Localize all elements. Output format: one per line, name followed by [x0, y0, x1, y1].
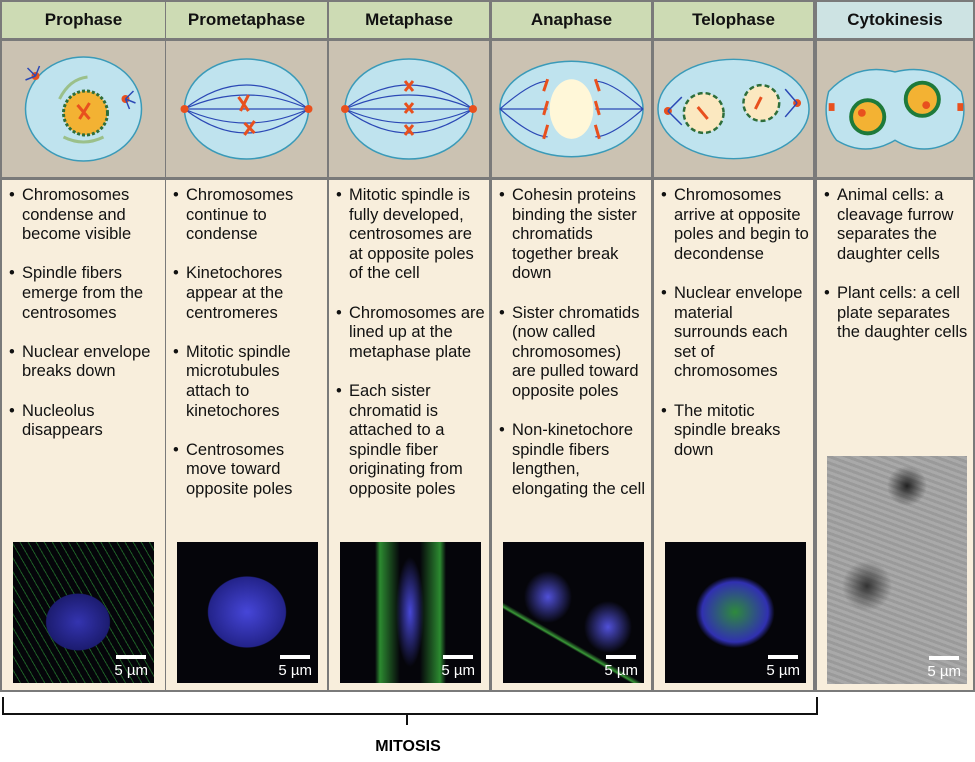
- cell-drawing: [24, 56, 143, 162]
- scale-bar: 5 µm: [114, 655, 148, 679]
- cell-illustration: [817, 41, 973, 177]
- scale-label: 5 µm: [604, 662, 638, 679]
- phase-description: Animal cells: a cleavage furrow separate…: [817, 180, 973, 690]
- phase-header: Cytokinesis: [817, 2, 973, 38]
- mitosis-label: MITOSIS: [375, 738, 441, 755]
- phase-description: Cohesin proteins binding the sister chro…: [492, 180, 651, 690]
- phase-bullet: Plant cells: a cell plate separates the …: [824, 284, 969, 343]
- cell-illustration: [166, 41, 327, 177]
- phase-bullet: The mitotic spindle breaks down: [661, 402, 809, 461]
- phase-bullet: Centrosomes move toward opposite poles: [173, 441, 323, 500]
- phase-bullet: Sister chromatids (now called chromosome…: [499, 304, 647, 402]
- phase-bullet: Chromosomes are lined up at the metaphas…: [336, 304, 485, 363]
- phase-bullet: Mitotic spindle microtubules attach to k…: [173, 343, 323, 421]
- phase-bullet: Chromosomes condense and become visible: [9, 186, 161, 245]
- scale-bar: 5 µm: [604, 655, 638, 679]
- phase-column-prometaphase: Prometaphase Chromosomes continue to con…: [166, 2, 327, 692]
- mitosis-bracket: [2, 697, 818, 715]
- scale-bar: 5 µm: [441, 655, 475, 679]
- bracket-tick: [406, 713, 408, 725]
- phase-bullet: Non-kinetochore spindle fibers lengthen,…: [499, 421, 647, 499]
- micrograph: 5 µm: [665, 542, 806, 683]
- phase-header: Telophase: [654, 2, 813, 38]
- phase-header: Anaphase: [492, 2, 651, 38]
- phase-description: Chromosomes condense and become visibleS…: [2, 180, 165, 690]
- phase-column-prophase: Prophase Chromosomes condense and become…: [2, 2, 165, 692]
- cell-drawing: [341, 58, 477, 160]
- phase-bullet: Nuclear envelope breaks down: [9, 343, 161, 382]
- cell-drawing: [499, 60, 644, 158]
- phase-bullet: Nuclear envelope material surrounds each…: [661, 284, 809, 382]
- phase-bullet: Each sister chromatid is attached to a s…: [336, 382, 485, 500]
- phase-bullet: Chromosomes continue to condense: [173, 186, 323, 245]
- cell-illustration: [654, 41, 813, 177]
- micrograph: 5 µm: [177, 542, 318, 683]
- micrograph: 5 µm: [340, 542, 481, 683]
- phase-bullet: Spindle fibers emerge from the centrosom…: [9, 264, 161, 323]
- cell-illustration: [492, 41, 651, 177]
- micrograph: 5 µm: [503, 542, 644, 683]
- micrograph: 5 µm: [827, 456, 967, 684]
- cell-drawing: [180, 58, 313, 160]
- cell-illustration: [329, 41, 489, 177]
- phase-description: Mitotic spindle is fully developed, cent…: [329, 180, 489, 690]
- phase-header: Prometaphase: [166, 2, 327, 38]
- phase-bullet: Mitotic spindle is fully developed, cent…: [336, 186, 485, 284]
- phase-description: Chromosomes continue to condenseKinetoch…: [166, 180, 327, 690]
- phase-column-telophase: Telophase Chromosomes arrive at opposite…: [654, 2, 813, 692]
- phase-bullet: Nucleolus disappears: [9, 402, 161, 441]
- scale-bar: 5 µm: [278, 655, 312, 679]
- micrograph: 5 µm: [13, 542, 154, 683]
- scale-label: 5 µm: [114, 662, 148, 679]
- cell-drawing: [825, 68, 965, 150]
- scale-bar: 5 µm: [927, 656, 961, 680]
- cell-illustration: [2, 41, 165, 177]
- phase-bullet: Chromosomes arrive at opposite poles and…: [661, 186, 809, 264]
- phase-bullet: Cohesin proteins binding the sister chro…: [499, 186, 647, 284]
- scale-bar: 5 µm: [766, 655, 800, 679]
- phase-bullet: Kinetochores appear at the centromeres: [173, 264, 323, 323]
- phase-column-cytokinesis: Cytokinesis Animal cells: a cleavage fur…: [817, 2, 973, 692]
- phase-bullet: Animal cells: a cleavage furrow separate…: [824, 186, 969, 264]
- phase-column-anaphase: Anaphase Cohesin proteins binding the si…: [492, 2, 651, 692]
- cell-drawing: [657, 58, 810, 160]
- scale-label: 5 µm: [441, 662, 475, 679]
- scale-label: 5 µm: [278, 662, 312, 679]
- scale-label: 5 µm: [766, 662, 800, 679]
- phase-header: Metaphase: [329, 2, 489, 38]
- scale-label: 5 µm: [927, 663, 961, 680]
- phase-column-metaphase: Metaphase Mitotic spindle is fully devel…: [329, 2, 489, 692]
- phase-header: Prophase: [2, 2, 165, 38]
- phase-description: Chromosomes arrive at opposite poles and…: [654, 180, 813, 690]
